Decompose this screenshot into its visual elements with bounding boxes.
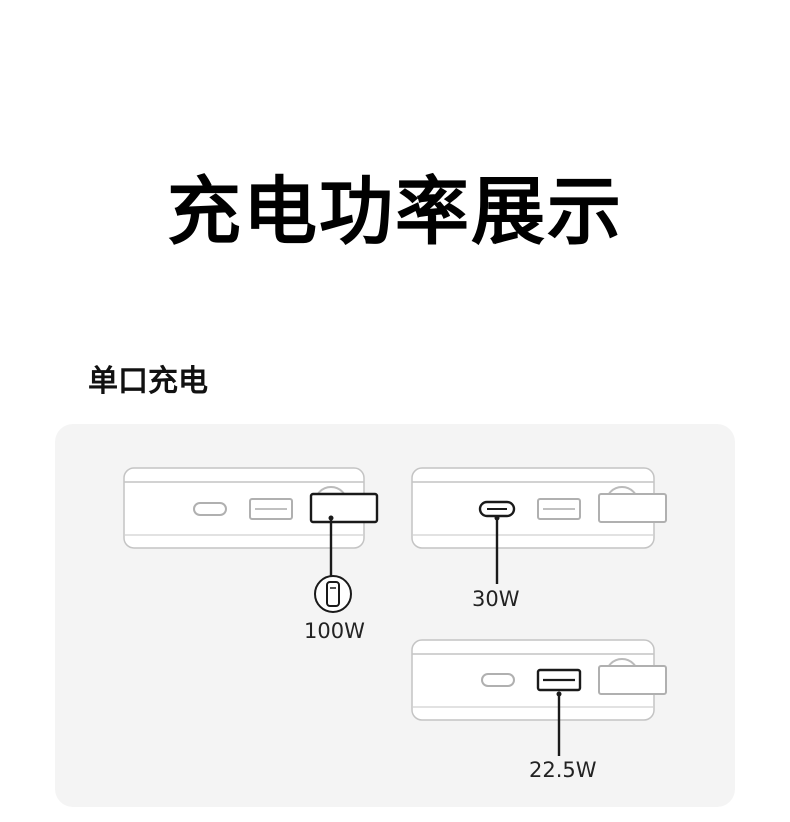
- section-title: 单口充电: [88, 364, 208, 399]
- usb-c-plug-icon: [314, 575, 352, 613]
- usb-c-port-icon: [193, 502, 227, 516]
- page-title: 充电功率展示: [167, 169, 623, 255]
- built-in-cable-icon: [309, 492, 379, 524]
- built-in-cable-icon: [598, 665, 667, 695]
- usb-c-port-icon: [481, 673, 515, 687]
- power-label-100w: 100W: [304, 619, 365, 643]
- power-bank-2: [411, 467, 667, 584]
- built-in-cable-icon: [598, 493, 667, 523]
- power-bank-3: [411, 639, 667, 756]
- power-bank-1: [123, 467, 379, 613]
- power-label-22-5w: 22.5W: [529, 758, 597, 782]
- power-label-30w: 30W: [472, 587, 520, 611]
